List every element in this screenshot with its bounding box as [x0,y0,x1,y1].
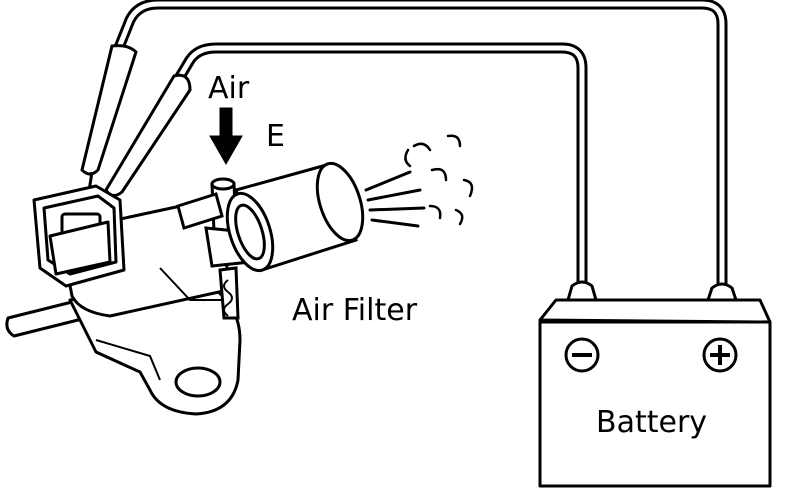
battery-label: Battery [596,405,707,440]
air-outflow-lines [364,170,426,228]
air-puffs [404,134,474,226]
air-label: Air [208,71,250,106]
wire-positive-core [115,1,725,293]
battery [538,280,772,488]
wire-negative-core [175,45,585,303]
air-filter-label: Air Filter [292,293,418,328]
spring-clip [223,279,233,317]
air-inlet-arrow [209,107,243,166]
battery-terminal-symbols [564,337,738,373]
bracket-edges [95,267,230,381]
mounting-hole [174,366,222,398]
port-e-label: E [266,119,285,154]
air-filter [225,161,365,273]
